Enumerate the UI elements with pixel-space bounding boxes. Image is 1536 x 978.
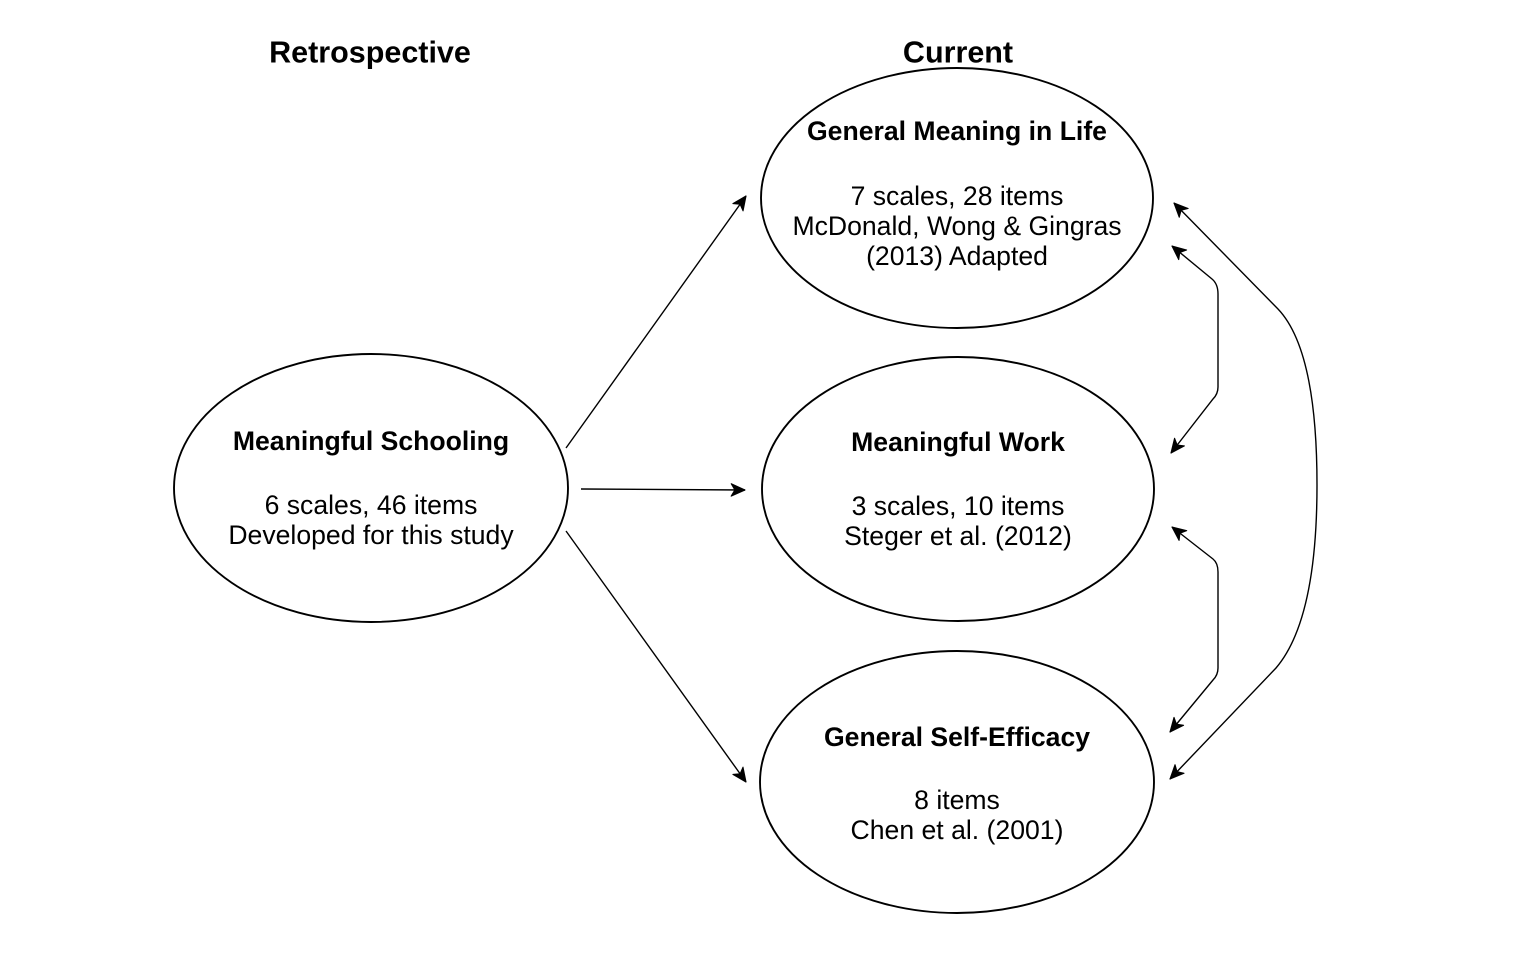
svg-text:3 scales, 10 items: 3 scales, 10 items — [852, 491, 1065, 521]
svg-text:General Self-Efficacy: General Self-Efficacy — [824, 722, 1090, 752]
svg-text:Retrospective: Retrospective — [269, 36, 471, 70]
svg-text:8 items: 8 items — [914, 785, 1000, 815]
svg-text:Current: Current — [903, 36, 1013, 70]
svg-text:Meaningful Schooling: Meaningful Schooling — [233, 426, 509, 456]
svg-text:General Meaning in Life: General Meaning in Life — [807, 116, 1107, 146]
svg-text:Meaningful Work: Meaningful Work — [851, 427, 1065, 457]
svg-text:6 scales, 46 items: 6 scales, 46 items — [265, 490, 478, 520]
svg-text:McDonald, Wong & Gingras: McDonald, Wong & Gingras — [792, 211, 1121, 241]
svg-text:(2013) Adapted: (2013) Adapted — [866, 241, 1048, 271]
svg-text:7 scales, 28 items: 7 scales, 28 items — [851, 181, 1064, 211]
svg-text:Steger et al. (2012): Steger et al. (2012) — [844, 521, 1072, 551]
svg-text:Chen et al. (2001): Chen et al. (2001) — [851, 815, 1064, 845]
svg-text:Developed for this study: Developed for this study — [228, 520, 514, 550]
